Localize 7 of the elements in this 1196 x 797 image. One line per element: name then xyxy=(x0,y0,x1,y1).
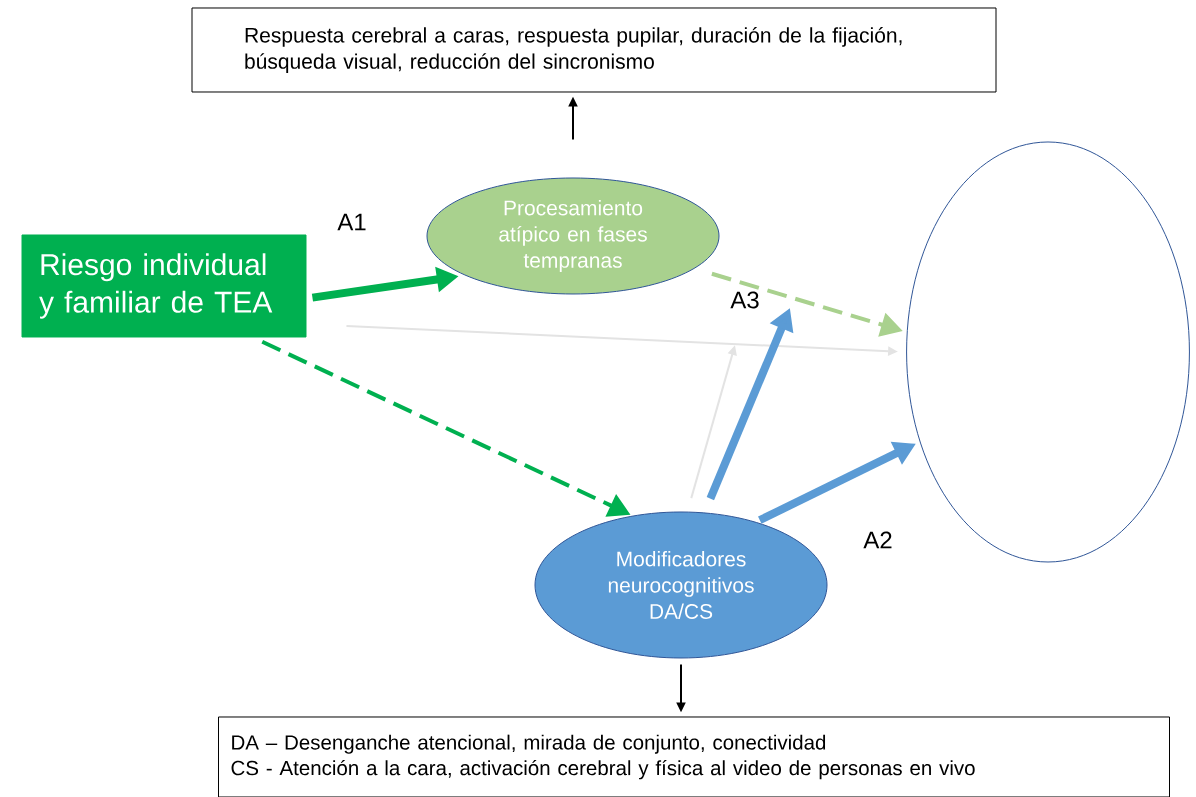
outcome-ellipse xyxy=(906,141,1190,563)
text-box: Respuesta cerebral a caras, respuesta pupilar, duración de la fijación, búsqueda visual, reducción del sincronismo xyxy=(191,7,997,93)
text-box: DA – Desenganche atencional, mirada de conjunto, conectividad CS - Atención a la cara, activación cerebral y física al video de personas en vivo xyxy=(218,716,1170,797)
edge-label: A2 xyxy=(863,531,892,549)
edge-label: A1 xyxy=(337,213,366,231)
edge-label: A3 xyxy=(730,291,759,309)
risk-box: Riesgo individual y familiar de TEA xyxy=(21,234,307,338)
